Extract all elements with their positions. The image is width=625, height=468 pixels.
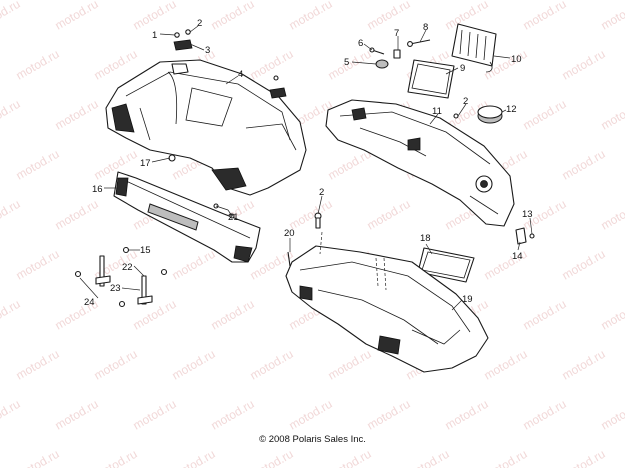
- watermark-text: motod.ru: [14, 247, 62, 283]
- watermark-text: motod.ru: [482, 447, 530, 468]
- cap-part: [477, 105, 503, 124]
- watermark-text: motod.ru: [560, 347, 608, 383]
- watermark-text: motod.ru: [287, 0, 335, 33]
- watermark-text: motod.ru: [0, 97, 23, 133]
- callout-18: 18: [420, 233, 431, 244]
- watermark-text: motod.ru: [560, 147, 608, 183]
- watermark-text: motod.ru: [0, 397, 23, 433]
- callout-5: 5: [344, 57, 349, 68]
- watermark-text: motod.ru: [131, 397, 179, 433]
- watermark-text: motod.ru: [14, 47, 62, 83]
- watermark-text: motod.ru: [0, 197, 23, 233]
- watermark-text: motod.ru: [521, 97, 569, 133]
- watermark-text: motod.ru: [92, 47, 140, 83]
- latch-hardware: [173, 29, 287, 99]
- watermark-text: motod.ru: [248, 447, 296, 468]
- callout-7: 7: [394, 28, 399, 39]
- watermark-text: motod.ru: [599, 0, 625, 33]
- callout-2: 2: [197, 18, 202, 29]
- watermark-text: motod.ru: [287, 397, 335, 433]
- watermark-text: motod.ru: [170, 247, 218, 283]
- watermark-text: motod.ru: [599, 397, 625, 433]
- watermark-text: motod.ru: [53, 197, 101, 233]
- watermark-text: motod.ru: [521, 0, 569, 33]
- watermark-text: motod.ru: [599, 97, 625, 133]
- watermark-text: motod.ru: [92, 347, 140, 383]
- floor-pan-part: [285, 245, 489, 373]
- callout-17: 17: [140, 158, 151, 169]
- callout-9: 9: [460, 63, 465, 74]
- callout-15: 15: [140, 245, 151, 256]
- watermark-text: motod.ru: [599, 297, 625, 333]
- dash-tray-part: [325, 99, 515, 227]
- callout-8: 8: [423, 22, 428, 33]
- watermark-text: motod.ru: [209, 0, 257, 33]
- watermark-text: motod.ru: [0, 297, 23, 333]
- watermark-text: motod.ru: [326, 47, 374, 83]
- watermark-text: motod.ru: [53, 97, 101, 133]
- watermark-text: motod.ru: [560, 47, 608, 83]
- watermark-text: motod.ru: [326, 147, 374, 183]
- callout-2-dash: 2: [463, 96, 468, 107]
- watermark-text: motod.ru: [53, 0, 101, 33]
- watermark-text: motod.ru: [14, 147, 62, 183]
- watermark-text: motod.ru: [599, 197, 625, 233]
- callout-3: 3: [205, 45, 210, 56]
- watermark-text: motod.ru: [404, 447, 452, 468]
- front-fascia-part: [113, 171, 261, 263]
- callout-12: 12: [506, 104, 517, 115]
- callout-11: 11: [432, 106, 442, 117]
- watermark-text: motod.ru: [521, 397, 569, 433]
- window-panel-part: [407, 59, 455, 99]
- grille-cover-part: [451, 23, 497, 73]
- callout-13: 13: [522, 209, 533, 220]
- watermark-text: motod.ru: [170, 347, 218, 383]
- watermark-text: motod.ru: [209, 397, 257, 433]
- watermark-text: motod.ru: [326, 347, 374, 383]
- watermark-text: motod.ru: [521, 297, 569, 333]
- callout-24: 24: [84, 297, 95, 308]
- hood-part: [105, 59, 307, 196]
- watermark-text: motod.ru: [248, 347, 296, 383]
- leader-lines: [79, 25, 533, 311]
- callout-2-floor: 2: [319, 187, 324, 198]
- bracket-bolts: [74, 113, 459, 308]
- watermark-text: motod.ru: [14, 447, 62, 468]
- watermark-text: motod.ru: [0, 0, 23, 33]
- callout-16: 16: [92, 184, 103, 195]
- watermark-text: motod.ru: [92, 447, 140, 468]
- callout-14: 14: [512, 251, 523, 262]
- copyright-notice: © 2008 Polaris Sales Inc.: [259, 434, 366, 445]
- callout-23: 23: [110, 283, 121, 294]
- watermark-text: motod.ru: [326, 447, 374, 468]
- callout-22: 22: [122, 262, 133, 273]
- watermark-text: motod.ru: [443, 397, 491, 433]
- watermark-text: motod.ru: [560, 447, 608, 468]
- callout-4: 4: [238, 69, 243, 80]
- watermark-text: motod.ru: [131, 0, 179, 33]
- watermark-text: motod.ru: [365, 397, 413, 433]
- watermark-text: motod.ru: [248, 47, 296, 83]
- watermark-text: motod.ru: [365, 197, 413, 233]
- callout-19: 19: [462, 294, 473, 305]
- clip-part: [515, 227, 535, 245]
- watermark-text: motod.ru: [365, 0, 413, 33]
- watermark-text: motod.ru: [482, 347, 530, 383]
- callout-1: 1: [152, 30, 157, 41]
- callout-6: 6: [358, 38, 363, 49]
- watermark-text: motod.ru: [53, 397, 101, 433]
- watermark-text: motod.ru: [14, 347, 62, 383]
- watermark-text: motod.ru: [560, 247, 608, 283]
- watermark-text: motod.ru: [209, 297, 257, 333]
- fastener-group: [369, 39, 431, 69]
- callout-10: 10: [511, 54, 522, 65]
- callout-20: 20: [284, 228, 295, 239]
- callout-21: 21: [228, 212, 239, 223]
- floor-pad-part: [417, 247, 475, 283]
- watermark-text: motod.ru: [170, 447, 218, 468]
